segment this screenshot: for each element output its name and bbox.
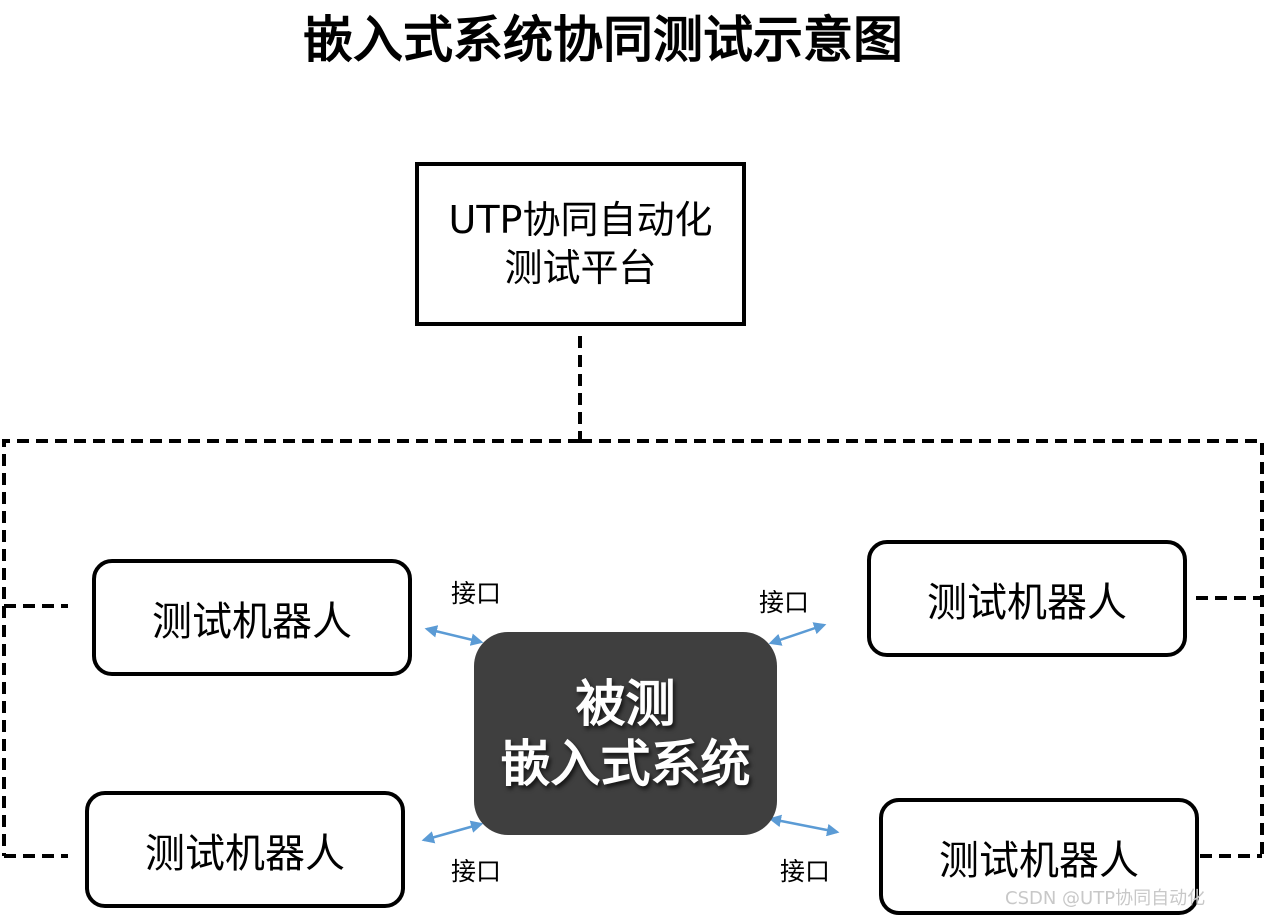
dashed-bus-right (580, 439, 1264, 856)
test-robot-bottom-left: 测试机器人 (85, 791, 405, 908)
device-under-test-box: 被测 嵌入式系统 (474, 632, 777, 835)
interface-arrow-bottom-right (768, 814, 840, 837)
interface-arrow-top-left (424, 625, 484, 646)
csdn-watermark: CSDN @UTP协同自动化 (1005, 888, 1206, 909)
platform-label-line2: 测试平台 (504, 246, 657, 290)
interface-label-top-right: 接口 (759, 588, 810, 617)
diagram-title: 嵌入式系统协同测试示意图 (303, 11, 903, 69)
test-robot-top-left: 测试机器人 (92, 559, 412, 676)
interface-arrow-top-right (768, 622, 827, 646)
interface-label-top-left: 接口 (451, 579, 502, 608)
dut-label-line1: 被测 (575, 674, 676, 733)
dashed-bus-left (2, 439, 580, 856)
dut-label-line2: 嵌入式系统 (500, 734, 751, 793)
interface-label-bottom-right: 接口 (780, 857, 831, 886)
interface-label-bottom-left: 接口 (451, 857, 502, 886)
utp-platform-box: UTP协同自动化 测试平台 (415, 162, 746, 326)
platform-label-line1: UTP协同自动化 (448, 198, 713, 242)
interface-arrow-bottom-left (421, 820, 484, 844)
test-robot-top-right: 测试机器人 (867, 540, 1187, 657)
test-robot-bottom-right: 测试机器人 (879, 798, 1199, 915)
